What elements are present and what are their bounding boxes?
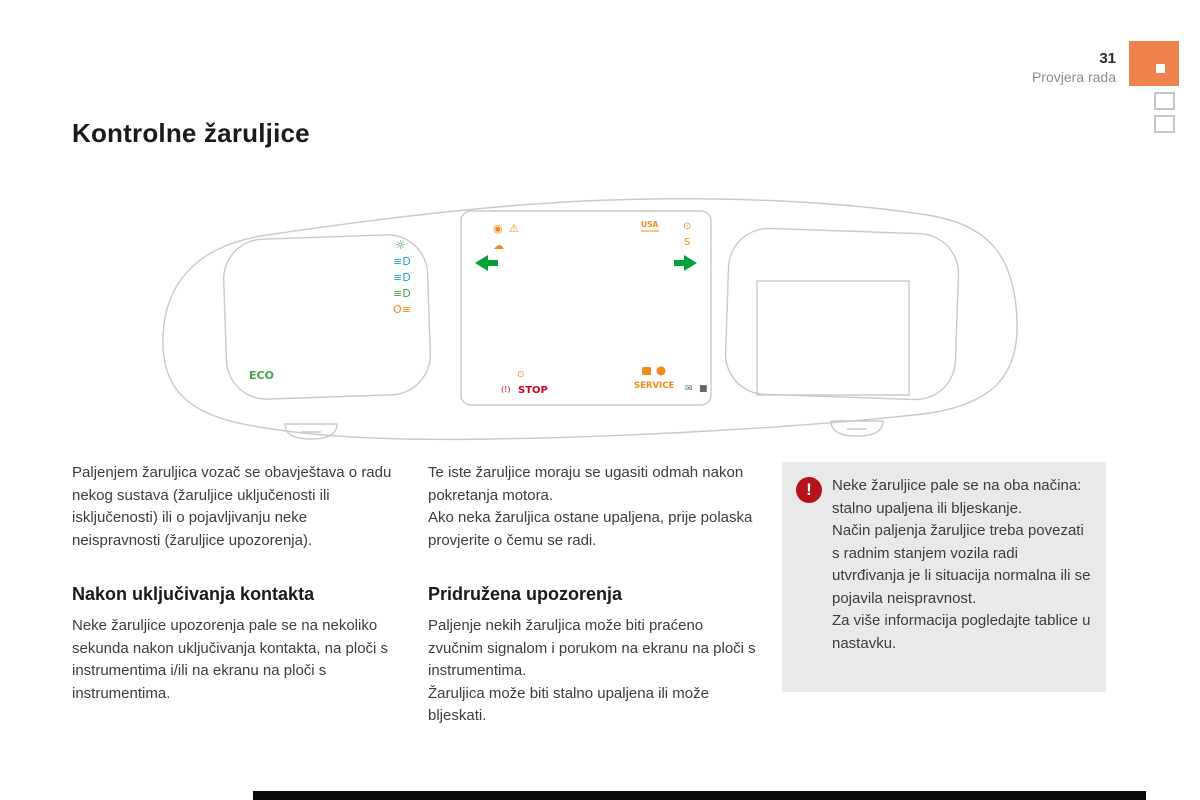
display-message-icon: ■ [699,384,708,394]
seatbelt-warning-icon: ◉ [493,222,503,235]
cluster-left-button [284,423,338,440]
page-header: 31 Provjera rada [1032,50,1116,85]
section-after-ignition-body: Neke žaruljice upozorenja pale se na nek… [72,617,389,702]
airbag-warning-icon: ⚠ [509,222,519,235]
info-warning-icon: ⊙ [683,221,691,232]
section-after-ignition: Nakon uključivanja kontakta Neke žarulji… [72,584,402,705]
section-associated-warnings: Pridružena upozorenja Paljenje nekih žar… [428,584,758,728]
cluster-left-dial [222,234,432,400]
cluster-right-button [830,420,884,437]
message-envelope-icon: ✉ [685,384,693,394]
intro-middle-text: Te iste žaruljice moraju se ugasiti odma… [428,464,753,549]
instrument-cluster-diagram: ☼ ≡D ≡D ≡D O≡ ◉ ⚠ ☁ USA ⊙ S ECO ⊙ (!) ST… [162,198,1018,441]
cluster-right-dial [724,227,960,401]
warning-note-text: Neke žaruljice pale se na oba načina: st… [832,477,1091,652]
usa-label: USA [641,220,658,229]
speed-limiter-icon: S [684,237,690,248]
rear-fog-icon: O≡ [393,303,411,316]
chapter-tab-outline-1 [1154,92,1175,110]
brake-warning-icon: (!) [501,385,510,394]
service-warning-label: SERVICE [634,381,674,391]
left-turn-indicator-icon [475,255,498,271]
intro-left-text: Paljenjem žaruljica vozač se obavještava… [72,464,392,549]
position-lights-icon: ☼ [395,238,406,252]
right-turn-indicator-icon [674,255,697,271]
chapter-title: Provjera rada [1031,69,1116,85]
chapter-tab-outline-2 [1154,115,1175,133]
chapter-tab-inner-square [1156,64,1165,73]
warning-note-box: ! Neke žaruljice pale se na oba načina: … [782,462,1106,692]
high-beam-icon: ≡D [393,255,411,268]
intro-middle-column: Te iste žaruljice moraju se ugasiti odma… [428,462,768,552]
service-wrench-icon [642,367,651,375]
section-after-ignition-heading: Nakon uključivanja kontakta [72,584,315,604]
eco-indicator-label: ECO [249,369,274,382]
glow-plug-icon: ☁ [493,239,504,252]
section-associated-warnings-body: Paljenje nekih žaruljica može biti praće… [428,617,756,724]
stop-warning-label: STOP [518,385,548,396]
page-number: 31 [1099,50,1116,67]
front-fog-icon: ≡D [393,287,411,300]
intro-left-column: Paljenjem žaruljica vozač se obavještava… [72,462,392,552]
exclamation-icon: ! [796,477,822,503]
low-beam-icon: ≡D [393,271,411,284]
page-title: Kontrolne žaruljice [72,118,310,148]
section-associated-warnings-heading: Pridružena upozorenja [428,584,623,604]
page-bottom-bar [253,791,1146,800]
cluster-outer-outline [162,198,1018,441]
oil-warning-icon [656,366,666,376]
chapter-tab-marker [1129,41,1179,86]
cluster-center-panel [460,210,712,406]
cluster-right-screen [756,280,910,396]
parking-brake-icon: ⊙ [517,370,525,380]
